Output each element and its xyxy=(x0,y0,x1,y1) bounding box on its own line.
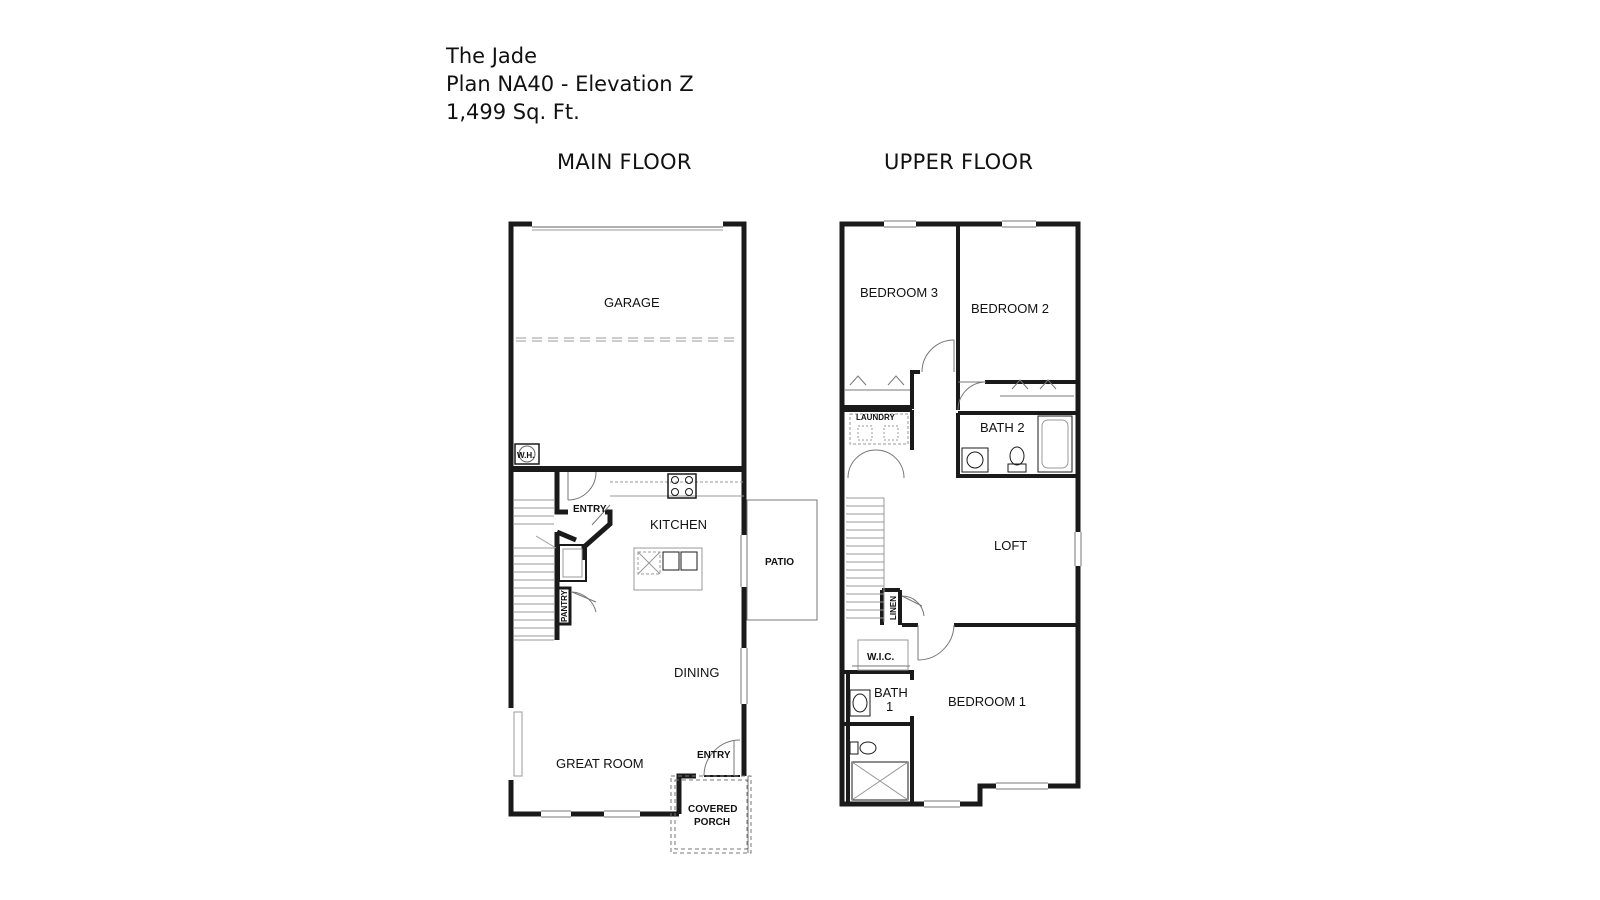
bath1-fixtures xyxy=(849,689,909,801)
bedroom2-closet xyxy=(1000,379,1074,397)
loft-label: LOFT xyxy=(994,538,1027,553)
entry-walls xyxy=(554,469,613,640)
main-floor-title: MAIN FLOOR xyxy=(557,150,692,174)
upper-floor-plan: LAUNDRY xyxy=(839,220,1082,808)
bath2-label: BATH 2 xyxy=(980,420,1025,435)
upper-top-windows xyxy=(884,220,1036,228)
covered-porch-label-line2: PORCH xyxy=(694,817,730,828)
plan-elevation: Plan NA40 - Elevation Z xyxy=(446,72,694,96)
range xyxy=(667,473,697,499)
covered-porch xyxy=(670,775,752,854)
bedroom1-label: BEDROOM 1 xyxy=(948,694,1026,709)
upper-floor-interior-walls xyxy=(842,224,1078,804)
dining-window xyxy=(740,648,748,704)
bedroom3-label: BEDROOM 3 xyxy=(860,285,938,300)
upper-floor-stairs xyxy=(846,497,885,622)
patio xyxy=(746,499,818,621)
bedroom2-label: BEDROOM 2 xyxy=(971,301,1049,316)
patio-door[interactable] xyxy=(740,535,748,587)
pantry: PANTRY xyxy=(557,586,597,626)
bedroom1-windows xyxy=(924,782,1048,808)
refrigerator xyxy=(558,544,587,582)
patio-label: PATIO xyxy=(765,557,794,568)
upper-floor-title: UPPER FLOOR xyxy=(884,150,1034,174)
kitchen-counter xyxy=(610,481,744,497)
linen-closet: LINEN xyxy=(889,595,925,620)
garage-dashed-line xyxy=(516,337,740,342)
great-room-label: GREAT ROOM xyxy=(556,756,644,771)
kitchen-label: KITCHEN xyxy=(650,517,707,532)
linen-label: LINEN xyxy=(889,596,898,620)
wic-label: W.I.C. xyxy=(867,652,894,663)
bath1-label-line2: 1 xyxy=(886,699,893,714)
plan-square-footage: 1,499 Sq. Ft. xyxy=(446,100,580,124)
laundry-label: LAUNDRY xyxy=(856,413,895,422)
bedroom-doors[interactable] xyxy=(917,339,987,661)
great-room-window xyxy=(508,708,523,780)
pantry-label: PANTRY xyxy=(560,589,569,622)
garage-label: GARAGE xyxy=(604,295,660,310)
bath1-label-line1: BATH xyxy=(874,685,908,700)
loft-window xyxy=(1074,532,1082,566)
bedroom3-closet xyxy=(845,375,910,391)
covered-porch-label-line1: COVERED xyxy=(688,804,737,815)
plan-name: The Jade xyxy=(446,44,538,68)
bath2-fixtures xyxy=(961,415,1073,473)
water-heater-label: W.H. xyxy=(517,451,534,460)
laundry-area: LAUNDRY xyxy=(847,413,909,479)
main-floor-exterior-walls xyxy=(508,221,747,817)
main-floor-plan: W.H. xyxy=(508,221,818,854)
garage-entry-door[interactable] xyxy=(567,471,611,526)
main-floor-stairs xyxy=(514,499,557,641)
front-entry-label: ENTRY xyxy=(697,750,731,761)
dining-label: DINING xyxy=(674,665,720,680)
garage-entry-label: ENTRY xyxy=(573,504,607,515)
walk-in-closet: W.I.C. xyxy=(852,639,910,671)
water-heater: W.H. xyxy=(514,443,540,465)
kitchen-island xyxy=(633,547,703,591)
plan-header: The Jade Plan NA40 - Elevation Z 1,499 S… xyxy=(446,42,694,126)
great-room-bottom-window xyxy=(541,810,640,818)
